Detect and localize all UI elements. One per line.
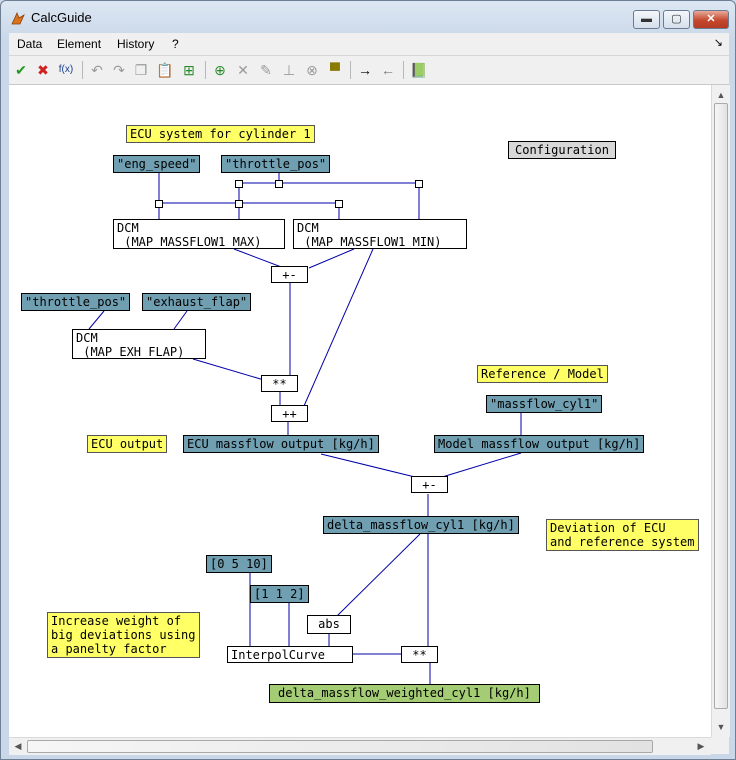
vector-0-5-10[interactable]: [0 5 10] <box>206 555 272 573</box>
ecu-massflow-output[interactable]: ECU massflow output [kg/h] <box>183 435 379 453</box>
junction-node[interactable] <box>335 200 343 208</box>
app-icon <box>11 11 25 25</box>
insert-node-icon[interactable]: ⊥ <box>282 62 296 78</box>
ecu-title-note[interactable]: ECU system for cylinder 1 <box>126 125 315 143</box>
plus-plus-operator[interactable]: ++ <box>271 405 308 422</box>
fit-icon[interactable]: ⊞ <box>183 62 195 78</box>
exhaust-flap-input[interactable]: "exhaust_flap" <box>142 293 252 311</box>
horizontal-scrollbar[interactable]: ◀ ▶ <box>9 737 711 755</box>
paste-icon[interactable]: 📋 <box>156 62 174 78</box>
throttle-pos-input-2[interactable]: "throttle_pos" <box>21 293 131 311</box>
variable-icon[interactable]: f(x) <box>58 64 74 75</box>
delta-massflow-cyl1[interactable]: delta_massflow_cyl1 [kg/h] <box>323 516 519 534</box>
connect-left-icon[interactable]: ← <box>381 62 395 78</box>
scroll-right-icon[interactable]: ▶ <box>697 741 705 751</box>
toolbar-separator <box>403 61 404 79</box>
menu-bar: Data Element History ? ↘ <box>9 33 729 56</box>
junction-node[interactable] <box>275 180 283 188</box>
vertical-scroll-thumb[interactable] <box>714 103 728 709</box>
plus-minus-operator[interactable]: +- <box>271 266 308 283</box>
multiply-operator[interactable]: ** <box>261 375 298 392</box>
toolbar-separator <box>82 61 83 79</box>
add-above-icon[interactable]: ▀ <box>330 62 340 78</box>
connection-lines <box>88 173 522 684</box>
abs-block[interactable]: abs <box>307 615 351 634</box>
vertical-scrollbar[interactable]: ▲ ▼ <box>711 85 730 737</box>
toolbar: ✔ ✖ f(x) ↶ ↷ ❐ 📋 ⊞ ⊕ ✕ ✎ ⊥ ⊗ ▀ → ← 📗 <box>9 56 729 85</box>
scroll-left-icon[interactable]: ◀ <box>14 741 22 751</box>
menu-element[interactable]: Element <box>57 37 102 51</box>
junction-node[interactable] <box>155 200 163 208</box>
configuration-button[interactable]: Configuration <box>508 141 616 159</box>
edit-icon[interactable]: ✎ <box>260 62 272 78</box>
dcm-exh-flap-block[interactable]: DCM (MAP_EXH_FLAP) <box>72 329 206 359</box>
junction-node[interactable] <box>415 180 423 188</box>
maximize-button[interactable]: ▢ <box>663 10 690 29</box>
plus-minus-operator-2[interactable]: +- <box>411 476 448 493</box>
redo-icon[interactable]: ↷ <box>113 62 125 78</box>
window-title: CalcGuide <box>31 10 92 25</box>
check-icon[interactable]: ✔ <box>15 62 27 78</box>
interpol-curve-block[interactable]: InterpolCurve <box>227 646 353 663</box>
reference-model-note[interactable]: Reference / Model <box>477 365 608 383</box>
title-bar: CalcGuide ▬ ▢ ✕ <box>1 1 735 33</box>
copy-icon[interactable]: ❐ <box>134 62 148 78</box>
merge-icon[interactable]: ⊗ <box>306 62 318 78</box>
horizontal-scroll-thumb[interactable] <box>27 740 653 753</box>
ecu-output-note[interactable]: ECU output <box>87 435 168 453</box>
weight-note[interactable]: Increase weight of big deviations using … <box>47 612 200 658</box>
scroll-down-icon[interactable]: ▼ <box>716 722 726 732</box>
massflow-cyl1-input[interactable]: "massflow_cyl1" <box>486 395 603 413</box>
junction-node[interactable] <box>235 180 243 188</box>
undo-icon[interactable]: ↶ <box>91 62 103 78</box>
connect-right-icon[interactable]: → <box>358 62 372 78</box>
toolbar-separator <box>205 61 206 79</box>
dcm-max-block[interactable]: DCM (MAP_MASSFLOW1_MAX) <box>113 219 285 249</box>
close-button[interactable]: ✕ <box>693 10 729 29</box>
delete-icon[interactable]: ✕ <box>237 62 249 78</box>
menu-help[interactable]: ? <box>172 37 179 51</box>
deviation-note[interactable]: Deviation of ECU and reference system <box>546 519 699 551</box>
diagram-canvas[interactable]: ECU system for cylinder 1 Configuration … <box>9 85 711 737</box>
menu-history[interactable]: History <box>117 37 155 51</box>
model-massflow-output[interactable]: Model massflow output [kg/h] <box>434 435 645 453</box>
add-element-icon[interactable]: ⊕ <box>214 62 226 78</box>
vector-1-1-2[interactable]: [1 1 2] <box>250 585 309 603</box>
menu-data[interactable]: Data <box>17 37 43 51</box>
scroll-up-icon[interactable]: ▲ <box>716 90 726 100</box>
toolbar-separator <box>350 61 351 79</box>
throttle-pos-input[interactable]: "throttle_pos" <box>221 155 331 173</box>
delta-weighted-output[interactable]: delta_massflow_weighted_cyl1 [kg/h] <box>269 684 540 703</box>
scroll-corner <box>711 737 729 754</box>
minimize-button[interactable]: ▬ <box>633 10 660 29</box>
junction-node[interactable] <box>235 200 243 208</box>
multiply-operator-2[interactable]: ** <box>401 646 438 663</box>
eng-speed-input[interactable]: "eng_speed" <box>113 155 201 173</box>
book-icon[interactable]: 📗 <box>410 62 428 78</box>
cross-icon[interactable]: ✖ <box>37 62 49 78</box>
dcm-min-block[interactable]: DCM (MAP_MASSFLOW1_MIN) <box>293 219 467 249</box>
menu-resize-icon: ↘ <box>713 37 723 49</box>
